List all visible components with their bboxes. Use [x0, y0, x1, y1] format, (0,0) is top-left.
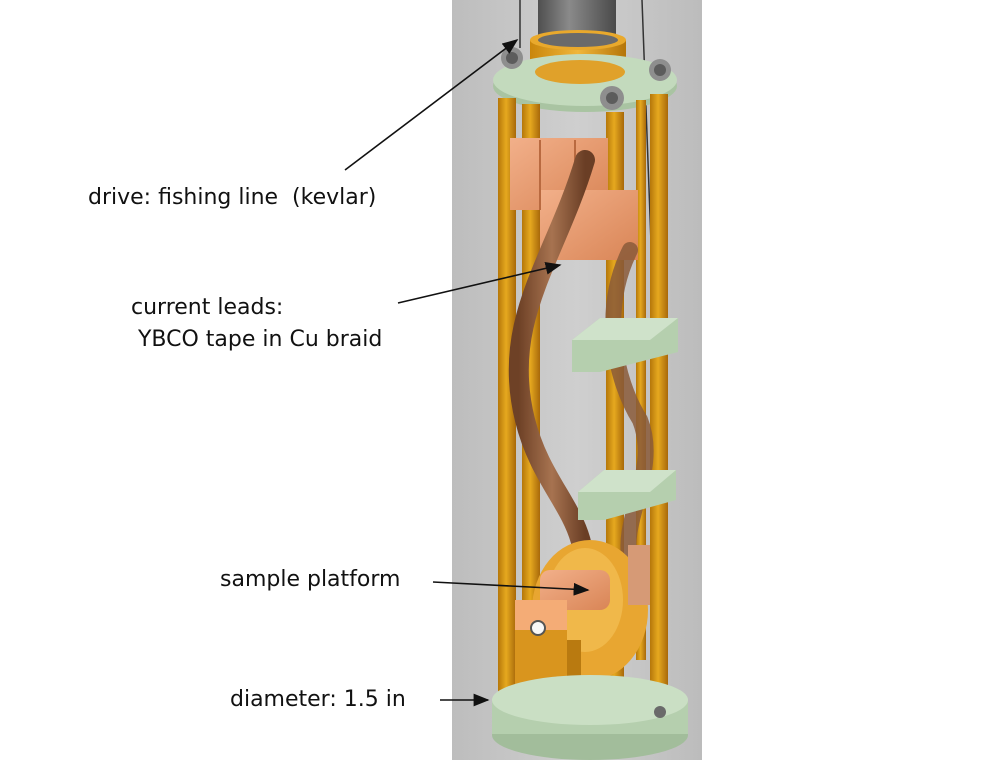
sample-platform-label: sample platform: [220, 567, 401, 592]
diameter-label: diameter: 1.5 in: [230, 687, 406, 712]
drive-label: drive: fishing line (kevlar): [88, 185, 377, 210]
spacer-upper: [572, 318, 678, 372]
braid-front: [508, 150, 595, 610]
leads-arrow: [397, 262, 562, 304]
current-leads-label-line2: YBCO tape in Cu braid: [131, 327, 383, 352]
current-leads-label-line1: current leads:: [131, 295, 284, 320]
platform-arrow: [432, 581, 590, 596]
drive-arrow: [344, 39, 519, 171]
braid-back: [605, 242, 654, 568]
spacer-lower: [578, 470, 676, 520]
